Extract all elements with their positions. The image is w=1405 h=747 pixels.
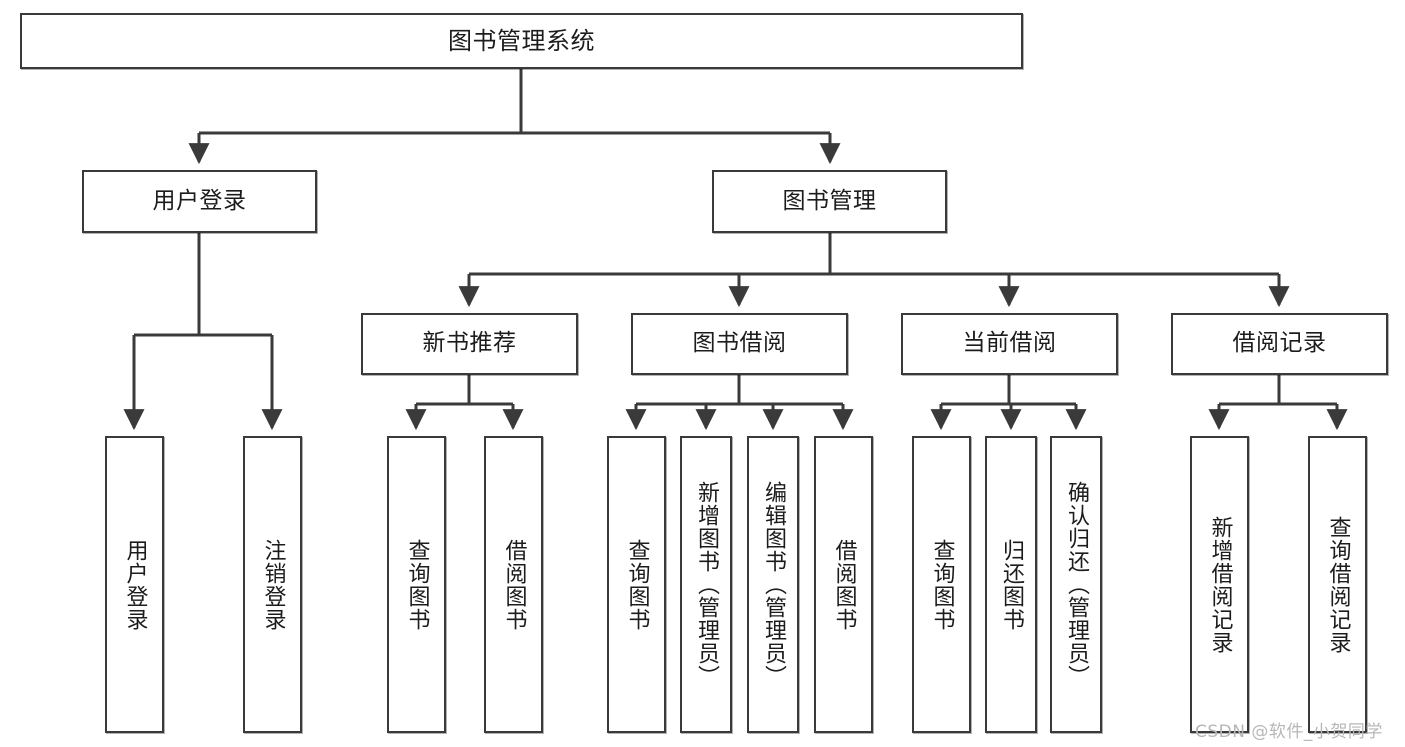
node-label: 新增借阅记录 (1207, 515, 1233, 654)
node-label: 查询图书 (404, 538, 430, 631)
node-book-borrow[interactable]: 图书借阅 (631, 313, 848, 375)
node-label: 借阅图书 (831, 538, 857, 631)
node-label: 图书借阅 (692, 330, 787, 357)
leaf-node-query-borrow-record[interactable]: 查询借阅记录 (1308, 436, 1367, 733)
node-label: 当前借阅 (962, 330, 1057, 357)
leaf-node-query-book-recommend[interactable]: 查询图书 (387, 436, 446, 733)
node-label: 借阅记录 (1232, 330, 1327, 357)
leaf-node-query-book-borrow[interactable]: 查询图书 (607, 436, 666, 733)
node-user-login[interactable]: 用户登录 (82, 170, 317, 233)
node-new-book-recommend[interactable]: 新书推荐 (361, 313, 578, 375)
node-label: 编辑图书（管理员） (760, 481, 786, 688)
leaf-node-borrow-book-recommend[interactable]: 借阅图书 (484, 436, 543, 733)
leaf-node-query-book-current[interactable]: 查询图书 (912, 436, 971, 733)
node-label: 注销登录 (260, 538, 286, 631)
node-label: 查询图书 (624, 538, 650, 631)
leaf-node-logout[interactable]: 注销登录 (243, 436, 302, 733)
node-label: 新书推荐 (422, 330, 517, 357)
node-label: 查询图书 (929, 538, 955, 631)
node-root-system[interactable]: 图书管理系统 (20, 13, 1023, 69)
leaf-node-add-borrow-record[interactable]: 新增借阅记录 (1190, 436, 1249, 733)
node-label: 确认归还（管理员） (1063, 481, 1089, 688)
leaf-node-borrow-book[interactable]: 借阅图书 (814, 436, 873, 733)
node-borrow-records[interactable]: 借阅记录 (1171, 313, 1388, 375)
node-label: 新增图书（管理员） (693, 481, 719, 688)
node-label: 图书管理 (782, 187, 877, 214)
leaf-node-add-book-admin[interactable]: 新增图书（管理员） (680, 436, 732, 733)
leaf-node-confirm-return-admin[interactable]: 确认归还（管理员） (1050, 436, 1102, 733)
node-label: 图书管理系统 (448, 26, 595, 55)
node-label: 用户登录 (122, 538, 148, 631)
node-book-management[interactable]: 图书管理 (712, 170, 947, 233)
leaf-node-edit-book-admin[interactable]: 编辑图书（管理员） (747, 436, 799, 733)
csdn-watermark: CSDN @软件_小贺同学 (1195, 722, 1383, 742)
leaf-node-return-book[interactable]: 归还图书 (985, 436, 1037, 733)
node-label: 借阅图书 (501, 538, 527, 631)
node-label: 用户登录 (152, 187, 247, 214)
leaf-node-user-login[interactable]: 用户登录 (105, 436, 164, 733)
node-label: 查询借阅记录 (1325, 515, 1351, 654)
node-current-borrow[interactable]: 当前借阅 (901, 313, 1118, 375)
node-label: 归还图书 (998, 538, 1024, 631)
